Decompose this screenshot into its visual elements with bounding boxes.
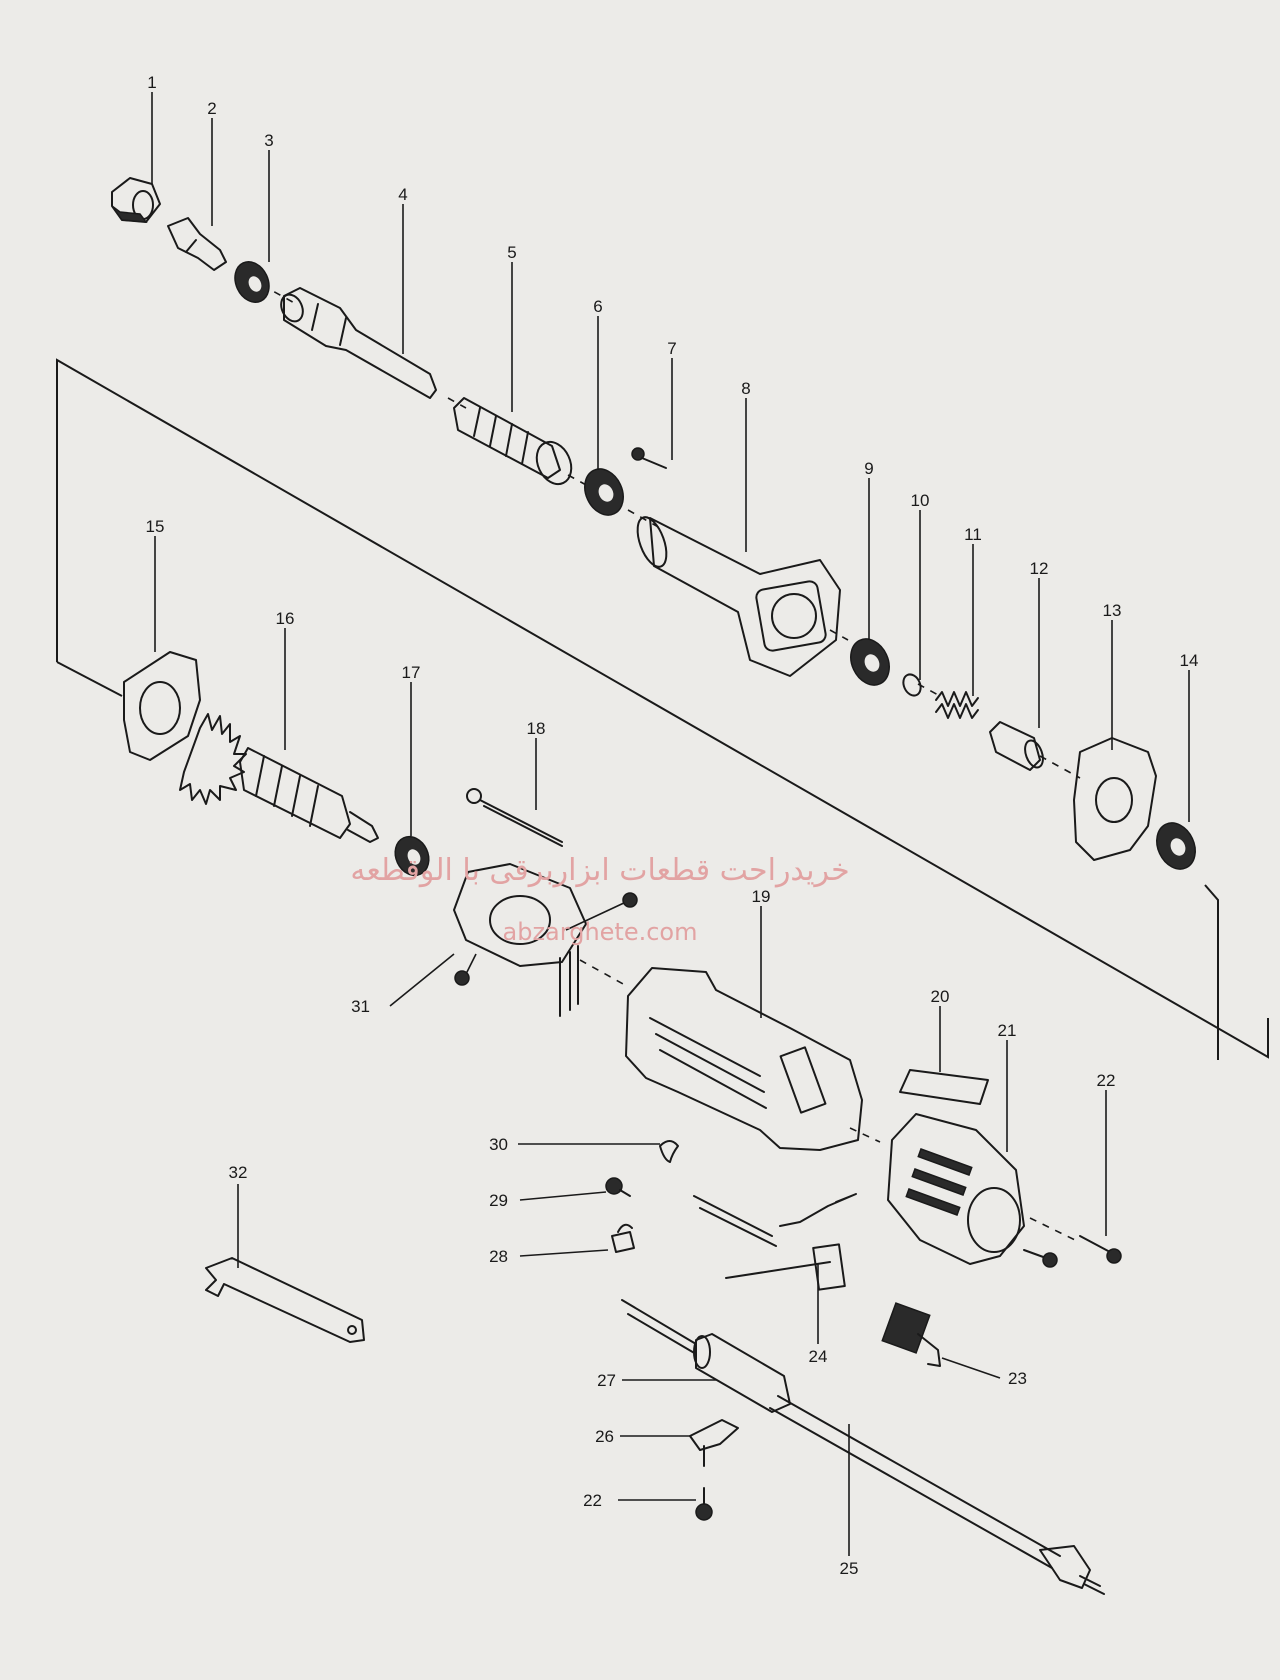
label-part-7: 7 [667,339,676,358]
part-number-labels: 1 2 3 4 5 6 7 8 9 10 11 12 13 14 15 16 1… [146,73,1199,1578]
label-part-16: 16 [276,609,295,628]
label-part-12: 12 [1030,559,1049,578]
label-part-11: 11 [964,525,982,544]
label-part-13: 13 [1103,601,1122,620]
label-part-25: 25 [840,1559,859,1578]
label-part-6: 6 [593,297,602,316]
label-part-3: 3 [264,131,273,150]
label-part-17: 17 [402,663,421,682]
label-part-20: 20 [931,987,950,1006]
label-part-18: 18 [527,719,546,738]
part-6-bearing [584,468,624,516]
part-22-screw-lower [695,1487,713,1521]
part-17-bearing [394,835,430,877]
label-part-32: 32 [229,1163,248,1182]
label-part-9: 9 [864,459,873,478]
part-14-bearing [1156,822,1196,870]
part-15-baffle-plate [123,651,201,761]
label-part-10: 10 [911,491,930,510]
label-part-28: 28 [489,1247,508,1266]
label-part-8: 8 [741,379,750,398]
watermark: خریدراحت قطعات ابزاربرقی با الوقطعه abza… [350,853,849,946]
part-19-motor-housing [625,967,863,1151]
axis-lines [261,284,1081,1241]
part-25-power-cord [769,1395,1105,1595]
part-9-bearing [850,638,890,686]
part-32-wrench [205,1257,365,1343]
part-20-nameplate [899,1069,989,1105]
part-8-housing [636,516,841,677]
label-part-22-lower: 22 [583,1491,602,1510]
part-5-sleeve [453,397,573,486]
watermark-url: abzarghete.com [503,918,698,946]
part-10-retaining-ring [902,673,922,697]
label-part-14: 14 [1180,651,1199,670]
part-26-cord-clamp [689,1419,739,1467]
part-4-spindle [280,287,437,399]
label-part-4: 4 [398,185,407,204]
label-part-5: 5 [507,243,516,262]
part-29-screw [605,1177,631,1197]
part-13-bearing-plate [1073,737,1157,861]
part-22-screw-upper [1023,1235,1122,1268]
label-part-23: 23 [1008,1369,1027,1388]
watermark-persian-text: خریدراحت قطعات ابزاربرقی با الوقطعه [350,853,849,888]
part-7-screw [631,447,667,469]
part-27-cord-armor [621,1299,791,1413]
part-18-long-screw [466,788,563,847]
label-part-24: 24 [809,1347,828,1366]
part-2-collet [167,217,227,271]
leader-lines [151,92,1190,1556]
label-part-2: 2 [207,99,216,118]
label-part-29: 29 [489,1191,508,1210]
part-16-armature [179,713,379,843]
label-part-30: 30 [489,1135,508,1154]
part-28-carbon-brush [611,1223,635,1253]
part-3-washer [234,261,270,303]
part-24-terminal-block [693,1193,857,1291]
label-part-31: 31 [351,997,370,1016]
part-30-brush-cap [659,1140,679,1163]
label-part-27: 27 [597,1371,616,1390]
label-part-19: 19 [752,887,771,906]
part-12-sleeve [989,721,1044,771]
label-part-26: 26 [595,1427,614,1446]
label-part-22-upper: 22 [1097,1071,1116,1090]
part-1-hex-nut [111,177,161,223]
assembly-frame [56,358,1269,1060]
part-23-switch [881,1302,941,1367]
part-11-spring [935,691,979,719]
part-31-field-coil [453,863,638,1017]
label-part-1: 1 [147,73,156,92]
part-21-end-cover [887,1113,1025,1265]
label-part-15: 15 [146,517,165,536]
label-part-21: 21 [998,1021,1017,1040]
